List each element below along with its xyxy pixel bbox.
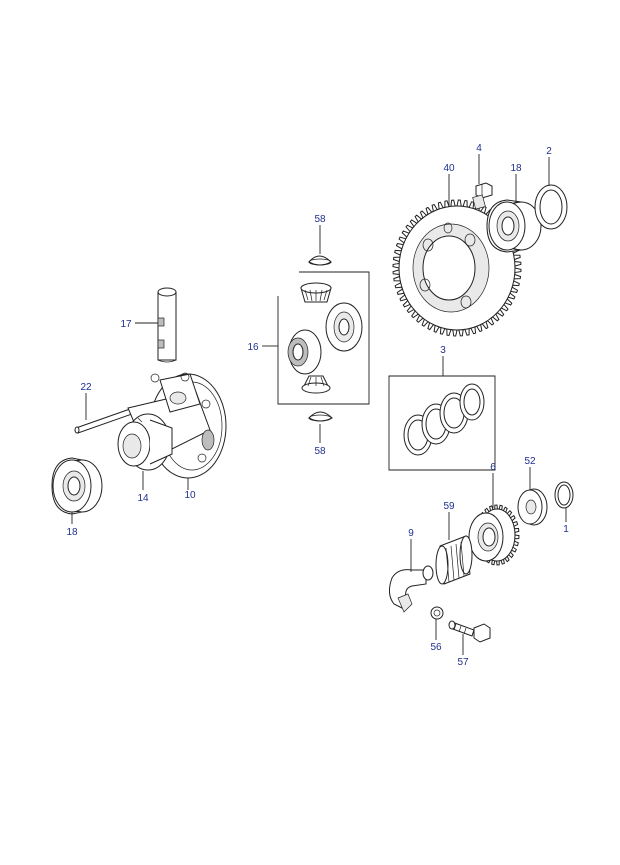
needle-bearing-59[interactable] — [435, 535, 473, 585]
callout-58-top: 58 — [314, 214, 326, 225]
callout-52: 52 — [524, 456, 536, 467]
callout-4: 4 — [476, 143, 482, 154]
callout-9: 9 — [408, 528, 414, 539]
callout-18-top: 18 — [510, 163, 522, 174]
callout-56: 56 — [430, 642, 442, 653]
bolt-4[interactable] — [472, 182, 493, 210]
shift-fork-9[interactable] — [388, 565, 434, 613]
washer-56[interactable] — [430, 606, 444, 620]
callout-22: 22 — [80, 382, 92, 393]
callout-14: 14 — [137, 493, 149, 504]
pinion-gear-bottom — [301, 375, 331, 394]
washer-58-top[interactable] — [308, 255, 332, 266]
callout-58-bottom: 58 — [314, 446, 326, 457]
thrust-washer-52[interactable] — [517, 488, 548, 526]
bearing-18-left[interactable] — [51, 457, 103, 515]
callout-1: 1 — [563, 524, 569, 535]
side-gear-right — [325, 302, 363, 352]
callout-18-left: 18 — [66, 527, 78, 538]
snap-ring-2[interactable] — [534, 184, 568, 230]
callout-17: 17 — [120, 319, 132, 330]
leader-lines — [71, 154, 567, 655]
callout-40: 40 — [443, 163, 455, 174]
callout-3: 3 — [440, 345, 446, 356]
pinion-gear-top — [300, 282, 332, 303]
drive-gear-14[interactable] — [117, 413, 173, 471]
shoulder-bolt-57[interactable] — [448, 620, 491, 643]
callout-16: 16 — [247, 342, 259, 353]
snap-ring-1[interactable] — [554, 481, 574, 509]
callout-57: 57 — [457, 657, 469, 668]
shim-set-3[interactable] — [388, 375, 496, 471]
callout-10: 10 — [184, 490, 196, 501]
pinion-shaft-17[interactable] — [157, 287, 177, 363]
bearing-18-top[interactable] — [486, 199, 542, 253]
side-gear-left — [287, 329, 322, 375]
callout-labels: 4 40 18 2 58 58 16 3 17 22 14 10 18 6 52… — [66, 143, 569, 668]
callout-59: 59 — [443, 501, 455, 512]
driven-gear-6[interactable] — [468, 504, 520, 566]
callout-2: 2 — [546, 146, 552, 157]
washer-58-bottom[interactable] — [308, 411, 333, 422]
diff-gear-set-16[interactable] — [277, 271, 370, 405]
callout-6: 6 — [490, 462, 496, 473]
